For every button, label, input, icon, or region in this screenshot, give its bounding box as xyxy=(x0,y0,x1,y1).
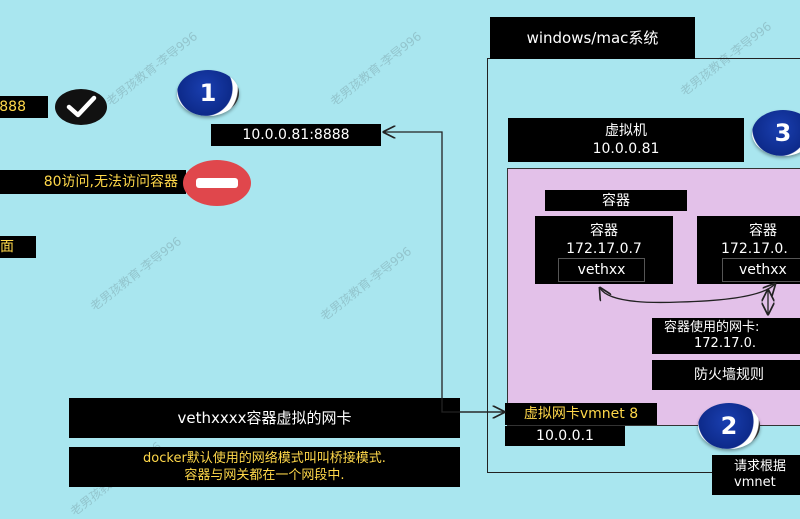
docker-desc-line-1: docker默认使用的网络模式叫叫桥接模式. xyxy=(143,451,386,466)
container-1-name: 容器 xyxy=(590,223,618,239)
vm-title: 虚拟机 xyxy=(605,123,647,139)
arrow-to-host xyxy=(384,132,505,413)
access-fail-label: 80访问,无法访问容器 xyxy=(0,170,186,194)
check-icon xyxy=(55,89,107,125)
request-box: 请求根据 vmnet xyxy=(712,455,800,495)
veth-curve xyxy=(600,284,775,304)
container-2-ip: 172.17.0. xyxy=(721,241,788,257)
docker-desc-line-2: 容器与网关都在一个网段中. xyxy=(184,468,345,483)
container-1-ip: 172.17.0.7 xyxy=(566,241,642,257)
container-2-name: 容器 xyxy=(749,223,777,239)
bridge-box: 容器使用的网卡: 172.17.0. xyxy=(652,318,800,354)
bridge-ip: 172.17.0. xyxy=(694,336,757,351)
vm-title-box: 虚拟机 10.0.0.81 xyxy=(508,118,744,162)
veth-desc-box: vethxxxx容器虚拟的网卡 xyxy=(69,398,460,438)
step-badge-3: 3 xyxy=(752,110,800,156)
request-line-2: vmnet xyxy=(734,475,776,490)
container-1-veth: vethxx xyxy=(558,258,645,282)
step-badge-2: 2 xyxy=(698,403,760,449)
vm-ip: 10.0.0.81 xyxy=(592,141,660,157)
host-addr-box: 10.0.0.81:8888 xyxy=(211,124,381,146)
stop-icon xyxy=(183,160,251,206)
request-line-1: 请求根据 xyxy=(734,459,787,474)
port-label: 888 xyxy=(0,96,48,118)
connector-lines xyxy=(0,0,800,500)
vmnet-ip: 10.0.0.1 xyxy=(505,426,625,446)
left-partial-label: 面 xyxy=(0,236,36,258)
bridge-label: 容器使用的网卡: xyxy=(664,320,760,335)
firewall-box: 防火墙规则 xyxy=(652,360,800,390)
vmnet-label: 虚拟网卡vmnet 8 xyxy=(505,403,657,425)
docker-desc-box: docker默认使用的网络模式叫叫桥接模式. 容器与网关都在一个网段中. xyxy=(69,447,460,487)
containers-title: 容器 xyxy=(545,190,687,211)
step-badge-1: 1 xyxy=(177,70,239,116)
container-2-veth: vethxx xyxy=(722,258,800,282)
os-title: windows/mac系统 xyxy=(490,17,695,59)
